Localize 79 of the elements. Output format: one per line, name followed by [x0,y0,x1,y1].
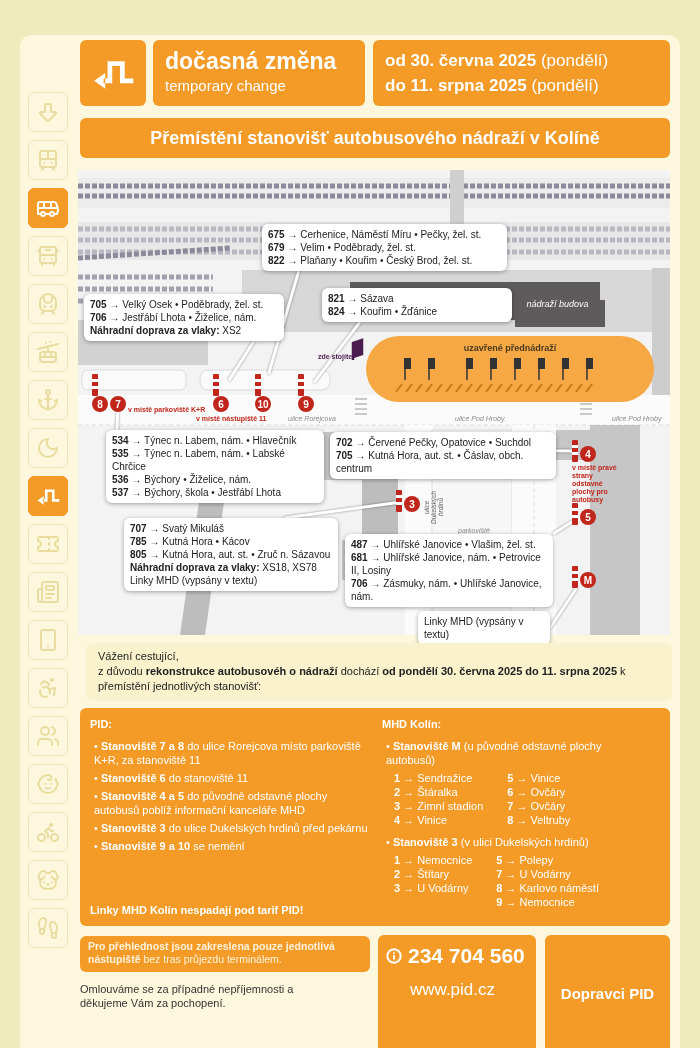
route-line: 707 → Svatý Mikuláš [130,522,225,535]
route-line: 702 → Červené Pečky, Opatovice • Suchdol [336,436,533,449]
bullet-item: • Stanoviště M (u původně odstavné plochy autobusů) [386,738,603,767]
line-destination: 7 → Ovčáry [507,798,567,813]
route-callout [106,430,324,503]
note-text: Pro přehlednost jsou zakreslena pouze jednotlivá nástupiště bez tras průjezdu terminálem. [88,940,336,966]
route-line: 785 → Kutná Hora • Kácov [130,535,251,548]
route-line: Náhradní doprava za vlaky: XS2 [90,324,243,337]
date-range-text: do 11. srpna 2025 (pondělí) [385,75,600,97]
closed-forecourt-area [366,336,654,402]
route-callout [84,294,284,341]
line-destination: 9 → Nemocnice [496,894,576,909]
line-destination: 8 → Karlovo náměstí [496,880,599,895]
route-line: 705 → Velký Osek • Poděbrady, žel. st. [90,298,265,311]
route-line: 824 → Kouřim • Žďánice [328,305,439,318]
area-label: uzavřené přednádraží [462,342,558,355]
notice-panel [86,643,672,701]
route-line: 487 → Uhlířské Janovice • Vlašim, žel. st. [351,538,537,551]
sign-subheading: temporary change [165,76,287,96]
route-line: 706 → Zásmuky, nám. • Uhlířské Janovice, nám. [351,577,543,603]
route-line: 706 → Jestřábí Lhota • Žiželice, nám. [90,311,258,324]
route-callout [322,288,512,322]
note-panel [80,936,370,972]
route-line: 681 → Uhlířské Janovice, nám. • Petrovice II, Losiny [351,551,542,577]
route-line: 537 → Býchory, škola • Jestřábí Lhota [112,486,282,499]
route-callout [124,518,338,591]
line-destination: 7 → U Vodárny [496,866,572,881]
route-line: 675 → Cerhenice, Náměstí Míru • Pečky, žel. st. [268,228,483,241]
bullet-item: • Stanoviště 3 (v ulici Dukelských hrdinů) [386,834,590,849]
route-callout [345,534,553,607]
header-panel [153,40,365,106]
line-destination: 8 → Veltruby [507,812,571,827]
line-destination: 5 → Polepy [496,852,555,867]
section-heading: PID: [90,717,113,732]
bullet-item: • Stanoviště 9 a 10 se nemění [94,838,246,853]
line-destination: 3 → U Vodárny [394,880,470,895]
info-panel [80,708,670,926]
carriers-panel [545,935,670,1048]
section-heading: MHD Kolín: [382,717,443,732]
route-line: 705 → Kutná Hora, aut. st. • Čáslav, obch. centrum [336,449,525,475]
phone-number: 234 704 560 [408,943,525,969]
route-callout [418,611,550,645]
date-range-text: od 30. června 2025 (pondělí) [385,50,610,72]
line-destination: 1 → Nemocnice [394,852,473,867]
route-line: Linky MHD (vypsány v textu) [130,574,259,587]
station-building [515,282,600,327]
route-line: Linky MHD (vypsány v textu) [424,615,525,641]
apology-text: Omlouváme se za případné nepříjemnosti a děkujeme Vám za pochopení. [80,982,295,1010]
route-line: 805 → Kutná Hora, aut. st. • Zruč n. Sázavou [130,548,332,561]
sign-heading: dočasná změna [165,47,338,76]
bullet-item: • Stanoviště 6 do stanoviště 11 [94,770,250,785]
line-destination: 3 → Zimní stadion [394,798,484,813]
web-address: www.pid.cz [409,979,497,1001]
notice-text: z důvodu rekonstrukce autobusovéh o nádraží dochází od pondělí 30. června 2025 do 11. srpna 2025 k přemístění jednotlivých stanovišť: [98,664,627,694]
date-panel [373,40,670,106]
line-destination: 2 → Štítary [394,866,451,881]
contact-panel [378,935,536,1048]
title-banner: Přemístění stanovišť autobusového nádraží v Kolíně [80,118,670,158]
route-line: 679 → Velim • Poděbrady, žel. st. [268,241,417,254]
carriers-text: Dopravci PID [560,984,655,1004]
route-callout [330,432,556,479]
route-line: 535 → Týnec n. Labem, nám. • Labské Chrčice [112,447,286,473]
line-destination: 6 → Ovčáry [507,784,567,799]
route-line: 536 → Býchory • Žiželice, nám. [112,473,253,486]
bullet-item: • Stanoviště 4 a 5 do původně odstavné plochy autobusů poblíž informační kanceláře MHD [94,788,329,817]
route-line: 822 → Plaňany • Kouřim • Český Brod, žel. st. [268,254,474,267]
route-line: 821 → Sázava [328,292,395,305]
route-callout [262,224,507,271]
bullet-item: • Stanoviště 3 do ulice Dukelských hrdinů před pekárnu [94,820,369,835]
tariff-note: Linky MHD Kolín nespadají pod tarif PID! [90,902,305,918]
line-destination: 2 → Štáralka [394,784,459,799]
line-destination: 4 → Vinice [394,812,448,827]
line-destination: 5 → Vinice [507,770,562,785]
bullet-item: • Stanoviště 7 a 8 do ulice Rorejcova místo parkoviště K+R, za stanoviště 11 [94,738,362,767]
building-label: nádraží budova [526,297,589,311]
route-line: 534 → Týnec n. Labem, nám. • Hlavečník [112,434,298,447]
route-line: Náhradní doprava za vlaky: XS18, XS78 [130,561,318,574]
line-destination: 1 → Sendražice [394,770,474,785]
notice-text: Vážení cestující, [98,649,180,664]
